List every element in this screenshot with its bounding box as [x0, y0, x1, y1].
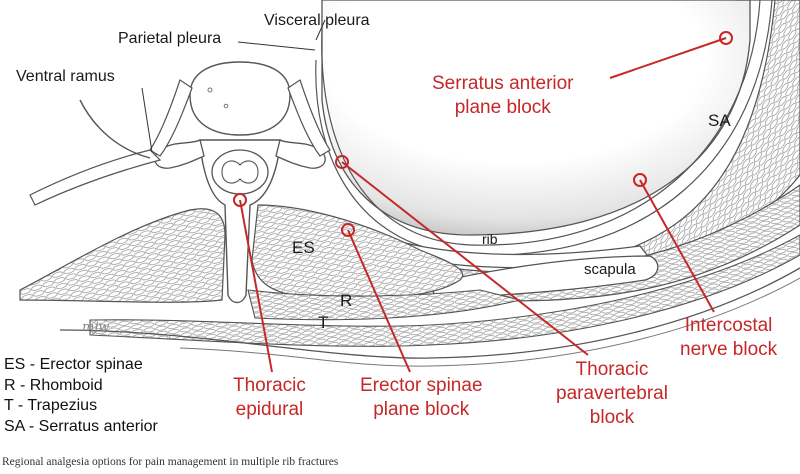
legend-item: ES - Erector spinae: [4, 356, 143, 373]
erector-spinae-block-leader: [347, 229, 411, 373]
legend-item: R - Rhomboid: [4, 376, 103, 394]
erector-spinae-muscle-left: [19, 208, 226, 303]
legend: ES - Erector spinae R - Rhomboid T - Tra…: [4, 355, 158, 437]
ventral-ramus-nerve: [79, 99, 151, 159]
thoracic-epidural-block-label: Thoracic epidural: [233, 375, 306, 420]
intercostal-block-label: Intercostal nerve block: [680, 315, 778, 360]
transverse-process-right: [275, 139, 326, 169]
left-rib: [29, 149, 162, 206]
es-label: ES: [292, 238, 315, 257]
t-label: T: [318, 313, 329, 332]
artist-signature: mjw: [82, 320, 110, 335]
scapula-label: scapula: [584, 261, 636, 278]
serratus-anterior-block-leader: [609, 37, 727, 79]
rib-head-left: [149, 79, 193, 157]
trapezius-muscle: [89, 234, 800, 347]
ventral-ramus-label: Ventral ramus: [16, 68, 115, 85]
visceral-pleura-line: [321, 0, 761, 246]
vertebral-body-detail: [207, 87, 213, 93]
legend-item: SA - Serratus anterior: [4, 417, 158, 435]
serratus-anterior-block-label: Serratus anterior plane block: [432, 73, 574, 118]
thoracic-paravertebral-injection-marker: [335, 155, 349, 169]
visceral-pleura-leader: [315, 19, 326, 41]
parietal-pleura-leader: [237, 41, 316, 51]
rib-head-right: [287, 79, 331, 157]
parietal-pleura-label: Parietal pleura: [118, 30, 222, 47]
spinal-cord: [221, 160, 259, 184]
vertebral-body: [189, 61, 291, 136]
rib-label: rib: [482, 231, 498, 247]
anatomy-diagram: [19, 0, 800, 373]
transverse-process-left: [154, 139, 205, 169]
lung: [321, 0, 751, 236]
thoracic-epidural-injection-marker: [233, 193, 247, 207]
erector-spinae-injection-marker: [341, 223, 355, 237]
visceral-pleura-label: Visceral pleura: [264, 12, 370, 29]
serratus-anterior-injection-marker: [719, 31, 733, 45]
skin-line: [59, 267, 800, 359]
erector-spinae-block-label: Erector spinae plane block: [360, 375, 483, 420]
thoracic-paravertebral-block-leader: [341, 161, 589, 356]
intercostal-block-leader: [639, 179, 715, 313]
legend-item: T - Trapezius: [4, 397, 98, 414]
r-label: R: [340, 291, 353, 310]
figure-caption: Regional analgesia options for pain mana…: [2, 456, 339, 468]
skin-line-outer: [179, 277, 800, 367]
thoracic-epidural-block-leader: [239, 199, 273, 373]
sa-label: SA: [708, 111, 731, 130]
ventral-ramus-leader: [141, 87, 153, 153]
rhomboid-muscle: [247, 289, 521, 321]
thoracic-paravertebral-block-label: Thoracic paravertebral block: [556, 359, 668, 428]
intercostal-injection-marker: [633, 173, 647, 187]
